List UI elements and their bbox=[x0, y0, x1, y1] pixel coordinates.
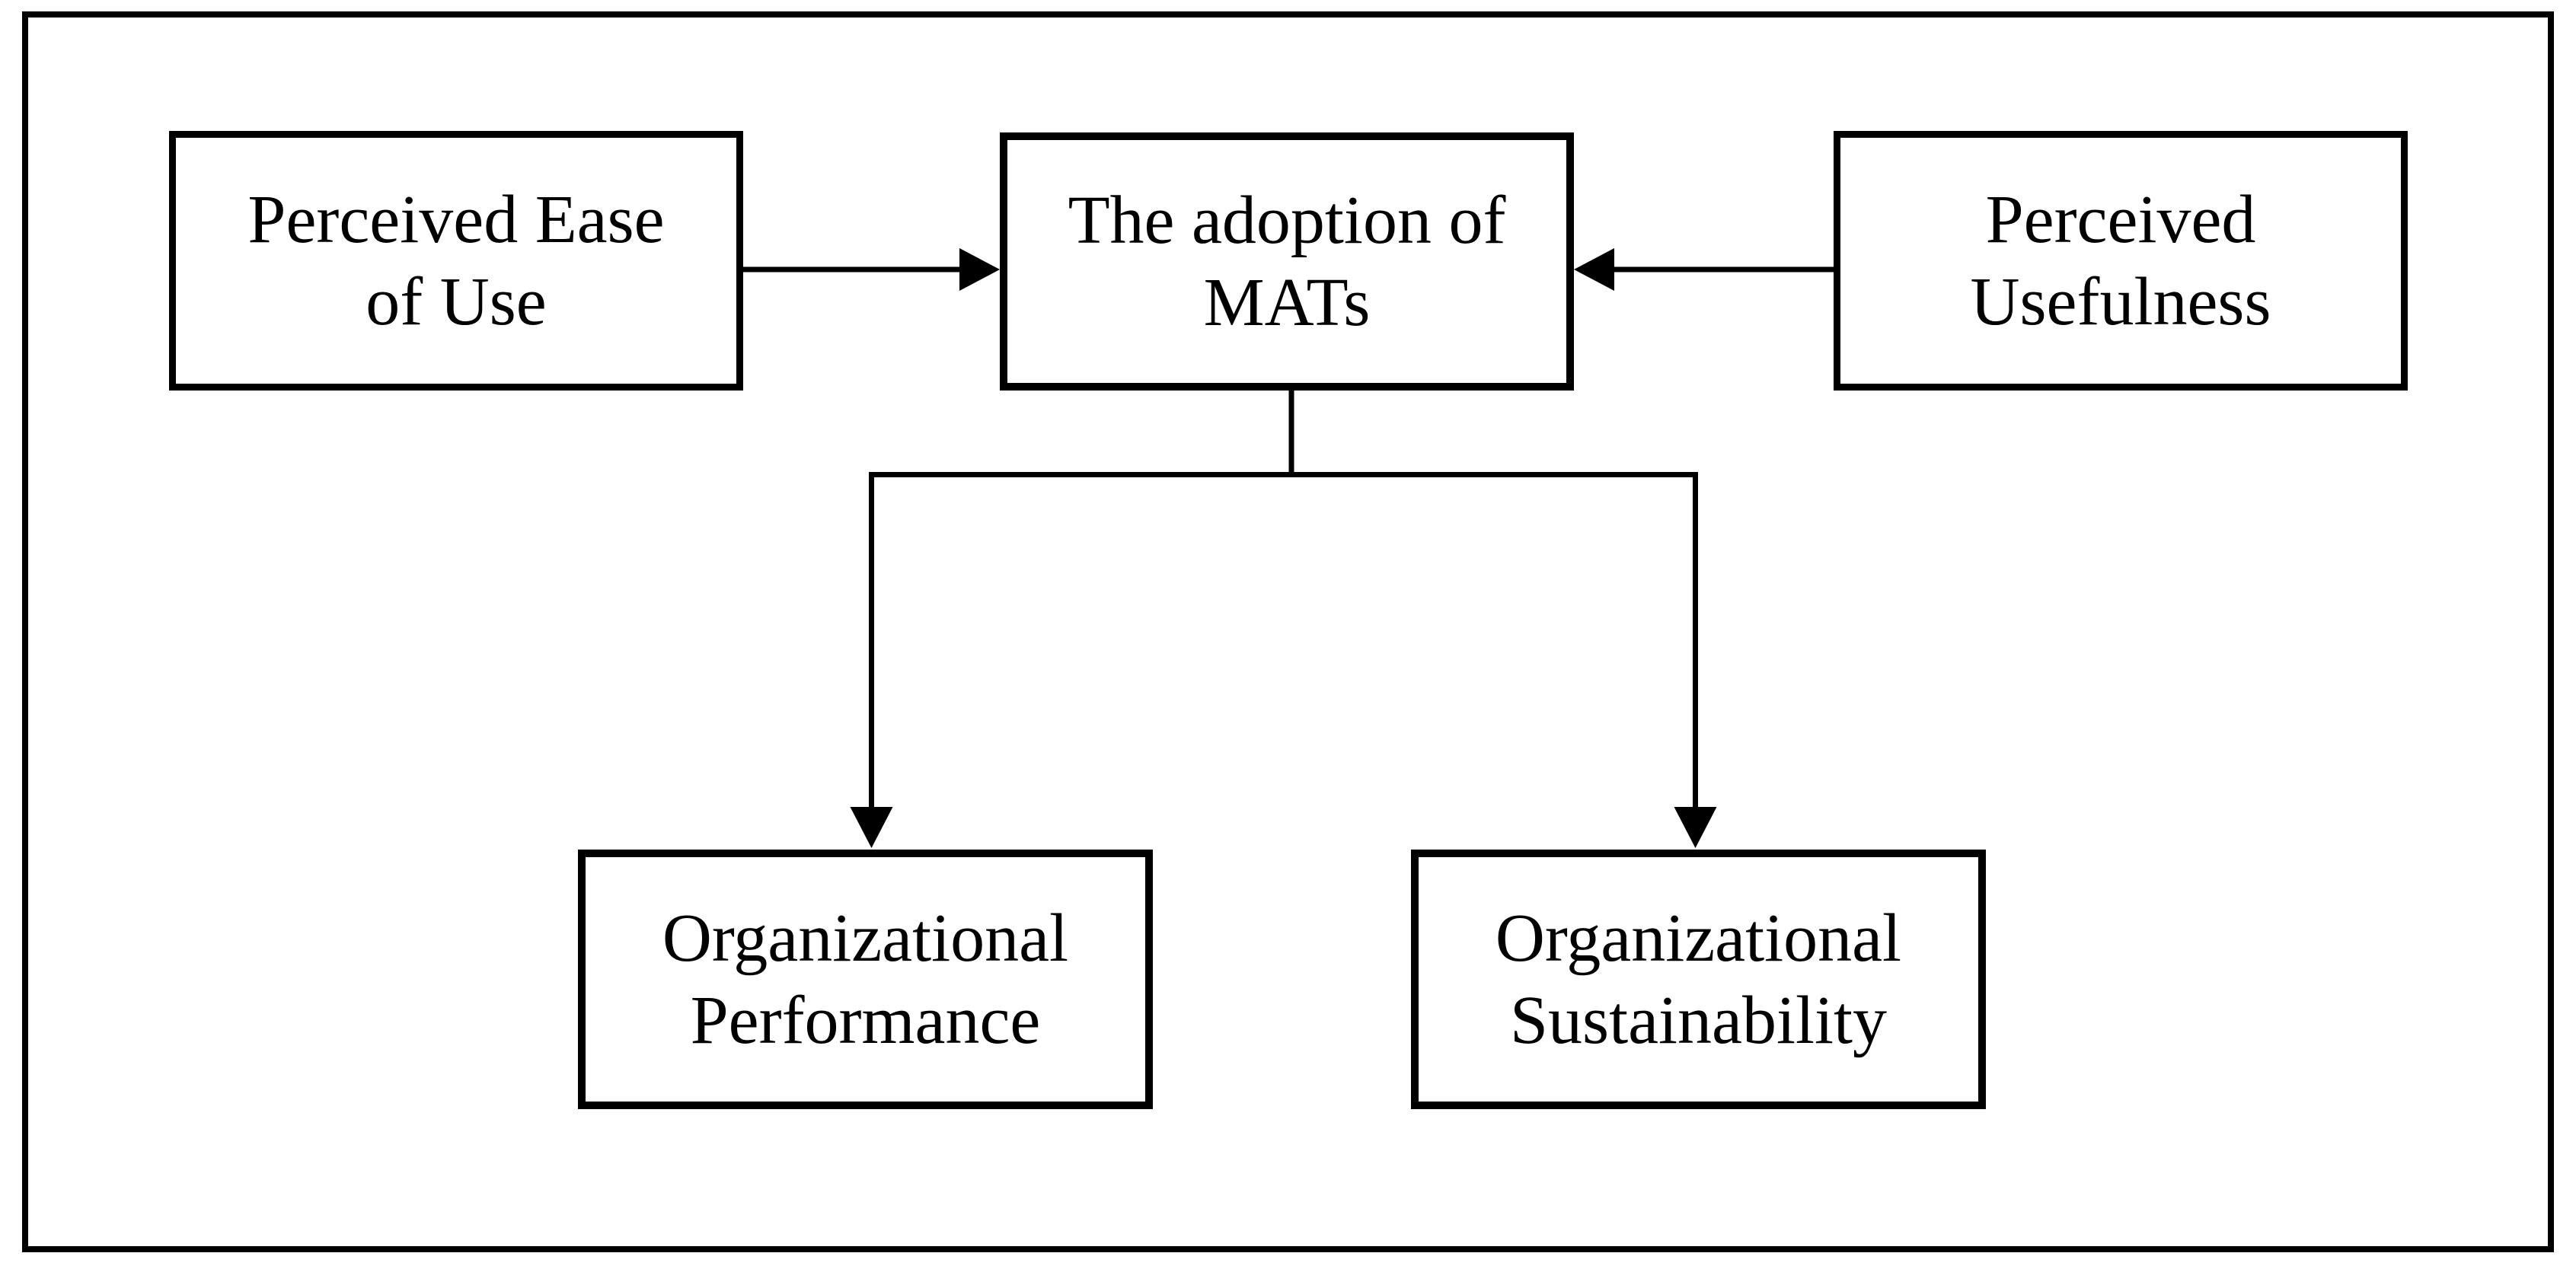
node-label-line: The adoption of bbox=[1068, 182, 1506, 258]
node-label-line: Organizational bbox=[662, 900, 1069, 976]
node-label-line: Usefulness bbox=[1970, 263, 2271, 340]
node-label-line: Sustainability bbox=[1510, 982, 1887, 1058]
node-perceived-ease-of-use: Perceived Ease of Use bbox=[169, 131, 743, 391]
node-label-line: MATs bbox=[1203, 264, 1371, 340]
node-label-line: Perceived bbox=[1985, 181, 2256, 257]
node-adoption-of-mats: The adoption of MATs bbox=[1000, 132, 1574, 391]
node-label-line: Organizational bbox=[1495, 900, 1902, 976]
node-organizational-performance: Organizational Performance bbox=[578, 850, 1153, 1109]
node-label-line: Perceived Ease bbox=[247, 181, 665, 257]
figure-border bbox=[22, 11, 2554, 1252]
node-perceived-usefulness: Perceived Usefulness bbox=[1834, 131, 2408, 391]
node-label-line: of Use bbox=[365, 263, 547, 340]
node-organizational-sustainability: Organizational Sustainability bbox=[1411, 850, 1986, 1109]
node-label-line: Performance bbox=[690, 982, 1041, 1058]
